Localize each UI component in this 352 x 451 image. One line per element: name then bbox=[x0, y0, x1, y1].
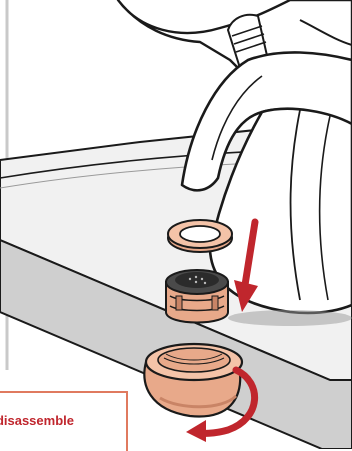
aerator-housing bbox=[144, 344, 242, 416]
warning-callout-box: t disassemble bbox=[0, 391, 128, 451]
warning-callout-text: t disassemble bbox=[0, 413, 74, 428]
faucet-base-shadow bbox=[228, 310, 352, 326]
aerator-insert bbox=[166, 270, 228, 323]
o-ring-washer bbox=[168, 220, 232, 252]
